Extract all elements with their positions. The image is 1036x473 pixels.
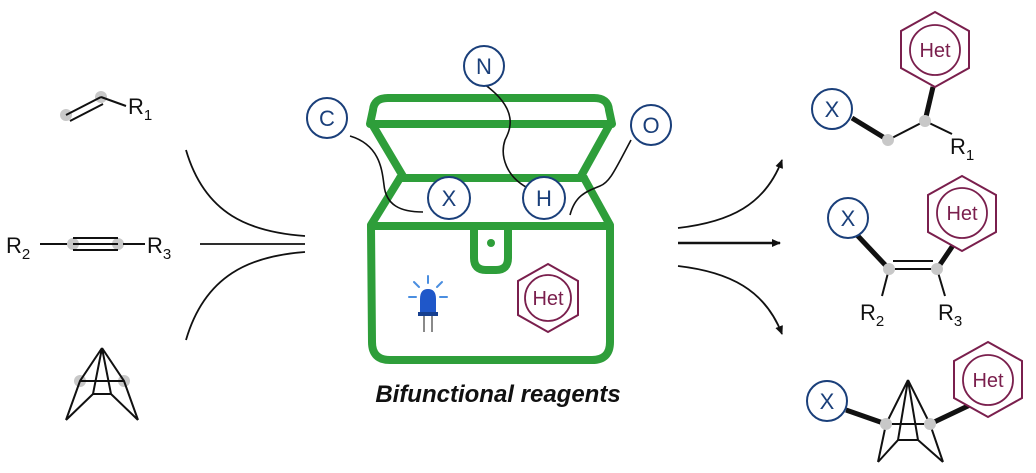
product1-node [919, 115, 931, 127]
product-bicyclo-difunctionalized: X Het [806, 340, 1023, 463]
product1-r-label: R [950, 134, 966, 159]
bicyclobutane-substrate [65, 347, 139, 421]
product-alkyne-difunctionalized: X Het R2 R3 [827, 174, 997, 330]
treasure-chest-icon [366, 94, 616, 364]
product2-x-label: X [841, 206, 856, 231]
atom-circle-x: X [427, 176, 471, 220]
het-chest-label: Het [532, 288, 564, 310]
product2-r2-label: R [860, 300, 876, 325]
atom-circle-h: H [522, 176, 566, 220]
product1-r-subscript: 1 [966, 147, 974, 164]
product1-x-label: X [825, 97, 840, 122]
svg-text:R3: R3 [938, 300, 962, 330]
atom-connectors [349, 83, 632, 216]
product3-node [924, 418, 936, 430]
svg-text:R3: R3 [147, 233, 171, 263]
alkene-r-label: R [128, 94, 144, 119]
atom-circle-n: N [463, 45, 505, 87]
atom-o-label: O [642, 113, 659, 138]
product1-het-label: Het [919, 40, 951, 62]
product2-r2-subscript: 2 [876, 313, 884, 330]
converging-lines [185, 149, 306, 341]
reaction-arrow-icon [677, 159, 783, 335]
product3-node [880, 418, 892, 430]
product2-r3-label: R [938, 300, 954, 325]
product2-node [931, 263, 943, 275]
alkyne-left-r-label: R [6, 233, 22, 258]
svg-text:R2: R2 [6, 233, 30, 263]
atom-c-label: C [319, 106, 335, 131]
product2-r3-subscript: 3 [954, 313, 962, 330]
svg-text:R1: R1 [128, 94, 152, 124]
led-light-icon [408, 275, 448, 332]
product3-x-label: X [820, 389, 835, 414]
alkyne-left-r-subscript: 2 [22, 246, 30, 263]
svg-text:R2: R2 [860, 300, 884, 330]
svg-text:R1: R1 [950, 134, 974, 164]
product2-node [883, 263, 895, 275]
atom-x-label: X [442, 186, 457, 211]
alkyne-right-r-label: R [147, 233, 163, 258]
product3-het-label: Het [972, 370, 1004, 392]
alkene-substrate: R1 [60, 91, 152, 124]
alkene-r-subscript: 1 [144, 107, 152, 124]
product-alkene-difunctionalized: X Het R1 [811, 10, 974, 164]
atom-circle-o: O [630, 104, 672, 146]
product2-het-label: Het [946, 203, 978, 225]
alkyne-substrate: R2 R3 [6, 233, 171, 263]
alkyne-right-r-subscript: 3 [163, 246, 171, 263]
product1-node [882, 134, 894, 146]
atom-n-label: N [476, 54, 492, 79]
chest-keyhole [487, 239, 495, 247]
het-heterocycle-chest: Het [517, 262, 579, 334]
diagram-caption: Bifunctional reagents [375, 381, 620, 408]
atom-circle-c: C [306, 97, 348, 139]
atom-h-label: H [536, 186, 552, 211]
